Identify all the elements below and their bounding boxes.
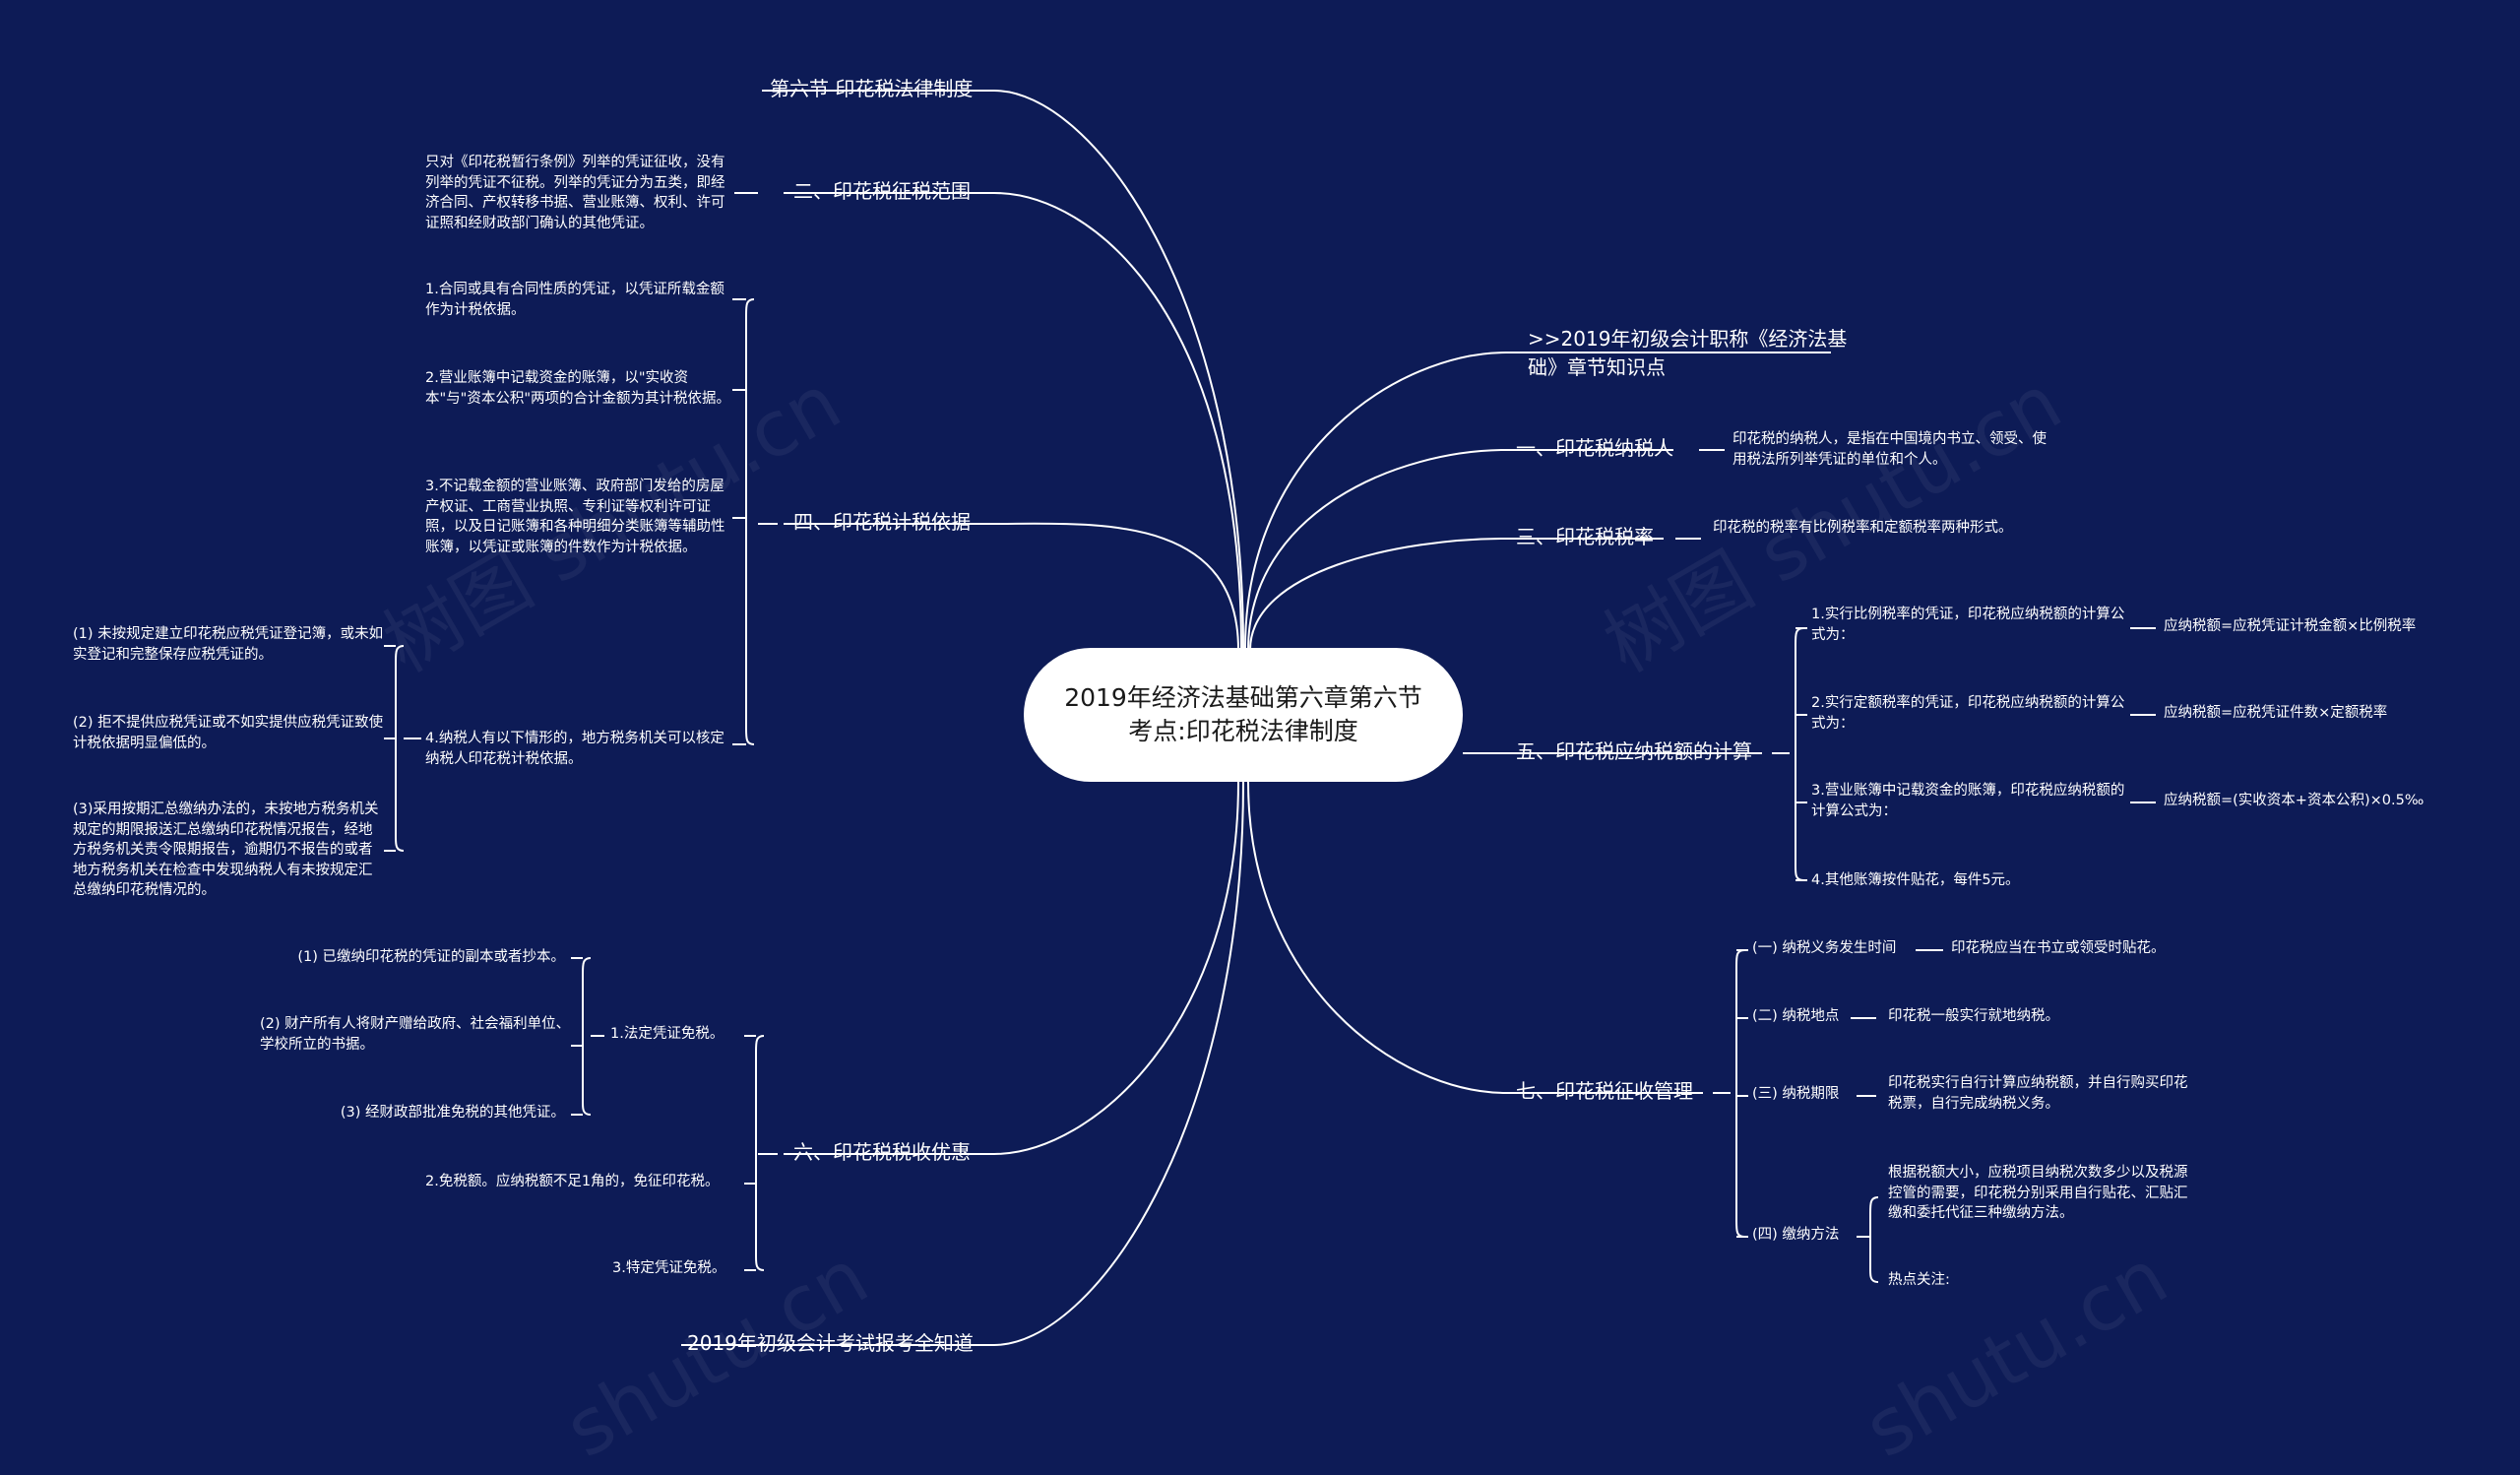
basis-item-4: 4.纳税人有以下情形的，地方税务机关可以核定纳税人印花税计税依据。 xyxy=(425,731,724,767)
root-node[interactable]: 2019年经济法基础第六章第六节考点:印花税法律制度 xyxy=(1024,648,1463,782)
payer-detail: 印花税的纳税人，是指在中国境内书立、领受、使用税法所列举凭证的单位和个人。 xyxy=(1732,431,2047,468)
connector-lines xyxy=(384,90,2156,1346)
basis-sub-1: (1) 未按规定建立印花税应税凭证登记簿，或未如实登记和完整保存应税凭证的。 xyxy=(73,626,384,663)
calc-item-4: 4.其他账簿按件贴花，每件5元。 xyxy=(1811,872,2020,888)
link-relief xyxy=(993,781,1239,1155)
relief-sub-3: (3) 经财政部批准免税的其他凭证。 xyxy=(340,1105,565,1121)
link-rate xyxy=(1249,538,1507,651)
calc-formula-1: 应纳税额=应税凭证计税金额×比例税率 xyxy=(2164,618,2417,634)
node-rate[interactable]: 三、印花税税率 xyxy=(1516,525,1654,548)
node-scope[interactable]: 二、印花税征税范围 xyxy=(793,179,971,203)
link-scope xyxy=(993,192,1242,649)
link-admin xyxy=(1247,781,1507,1094)
calc-formula-3: 应纳税额=(实收资本+资本公积)×0.5‰ xyxy=(2164,793,2425,808)
admin-method-1: 根据税额大小，应税项目纳税次数多少以及税源控管的需要，印花税分别采用自行贴花、汇… xyxy=(1888,1165,2188,1222)
link-section6 xyxy=(993,90,1244,649)
admin-detail-2: 印花税一般实行就地纳税。 xyxy=(1888,1008,2059,1024)
node-payer[interactable]: 一、印花税纳税人 xyxy=(1516,436,1673,460)
basis-item-2: 2.营业账簿中记载资金的账簿，以"实收资本"与"资本公积"两项的合计金额为其计税… xyxy=(425,370,731,407)
node-calc[interactable]: 五、印花税应纳税额的计算 xyxy=(1516,739,1752,763)
link-payer xyxy=(1247,449,1507,651)
node-relief[interactable]: 六、印花税税收优惠 xyxy=(793,1140,971,1164)
calc-item-3: 3.营业账簿中记载资金的账簿，印花税应纳税额的计算公式为： xyxy=(1811,783,2125,819)
basis-sub-2: (2) 拒不提供应税凭证或不如实提供应税凭证致使计税依据明显偏低的。 xyxy=(73,715,384,751)
node-knowledge[interactable]: >>2019年初级会计职称《经济法基础》章节知识点 xyxy=(1528,327,1848,379)
admin-detail-1: 印花税应当在书立或领受时贴花。 xyxy=(1951,940,2166,956)
calc-item-1: 1.实行比例税率的凭证，印花税应纳税额的计算公式为： xyxy=(1811,607,2125,643)
node-section6[interactable]: 第六节 印花税法律制度 xyxy=(770,77,974,100)
basis-item-3: 3.不记载金额的营业账簿、政府部门发给的房屋产权证、工商营业执照、专利证等权利许… xyxy=(425,479,725,555)
admin-detail-3: 印花税实行自行计算应纳税额，并自行购买印花税票，自行完成纳税义务。 xyxy=(1888,1075,2188,1112)
node-admin[interactable]: 七、印花税征收管理 xyxy=(1516,1079,1693,1103)
relief-sub-2: (2) 财产所有人将财产赠给政府、社会福利单位、学校所立的书据。 xyxy=(260,1016,571,1053)
root-title: 2019年经济法基础第六章第六节考点:印花税法律制度 xyxy=(1064,683,1422,745)
scope-detail: 只对《印花税暂行条例》列举的凭证征收，没有列举的凭证不征税。列举的凭证分为五类，… xyxy=(425,155,725,231)
calc-item-2: 2.实行定额税率的凭证，印花税应纳税额的计算公式为： xyxy=(1811,695,2125,732)
node-basis[interactable]: 四、印花税计税依据 xyxy=(793,510,971,534)
basis-item-1: 1.合同或具有合同性质的凭证，以凭证所载金额作为计税依据。 xyxy=(425,282,724,318)
link-exam xyxy=(993,781,1244,1346)
link-knowledge xyxy=(1244,352,1507,649)
basis-sub-3: (3)采用按期汇总缴纳办法的，未按地方税务机关规定的期限报送汇总缴纳印花税情况报… xyxy=(73,802,379,899)
relief-sub-1: (1) 已缴纳印花税的凭证的副本或者抄本。 xyxy=(297,949,565,965)
relief-item-2: 2.免税额。应纳税额不足1角的，免征印花税。 xyxy=(425,1174,720,1189)
admin-item-3: (三) 纳税期限 xyxy=(1752,1086,1840,1102)
calc-formula-2: 应纳税额=应税凭证件数×定额税率 xyxy=(2164,705,2388,721)
node-exam[interactable]: 2019年初级会计考试报考全知道 xyxy=(687,1331,974,1355)
relief-item-3: 3.特定凭证免税。 xyxy=(612,1260,726,1276)
rate-detail: 印花税的税率有比例税率和定额税率两种形式。 xyxy=(1713,520,2013,536)
admin-item-2: (二) 纳税地点 xyxy=(1752,1008,1840,1024)
link-basis xyxy=(993,522,1239,651)
admin-item-1: (一) 纳税义务发生时间 xyxy=(1752,940,1897,956)
admin-method-2: 热点关注: xyxy=(1888,1272,1950,1288)
relief-item-1: 1.法定凭证免税。 xyxy=(610,1026,724,1042)
admin-item-4: (四) 缴纳方法 xyxy=(1752,1227,1840,1243)
